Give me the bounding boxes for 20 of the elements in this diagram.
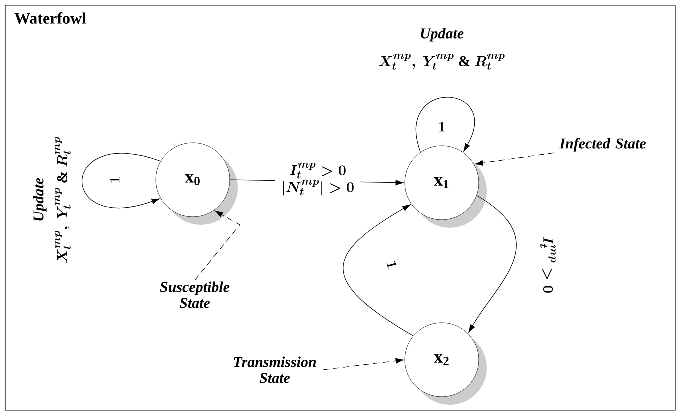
- update-note: $X^{mp}_{t},\ Y^{mp}_{t}\ \&\ R^{mp}_{t}$: [379, 54, 505, 70]
- leader-line: [475, 152, 555, 166]
- update-note: Update: [421, 28, 464, 42]
- state-label: Susceptible State: [160, 282, 230, 308]
- arrow: [343, 204, 414, 336]
- arrow: [468, 195, 517, 333]
- update-note: $X^{mp}_{t},\ Y^{mp}_{t}\ \&\ R^{mp}_{t}$: [55, 137, 71, 263]
- frame-title: Waterfowl: [14, 12, 86, 24]
- leader-line: [194, 210, 240, 281]
- edge-label: $1$: [385, 258, 399, 272]
- state-label: Infected State: [560, 138, 646, 152]
- leader-line: [323, 358, 404, 370]
- arrow: [82, 153, 162, 208]
- edge-label: $\begin{array}{c}I^{mp}_{t} > 0\\ |N^{mp}_{t}| > 0\end{array}$: [275, 162, 361, 198]
- arrow: [416, 97, 475, 153]
- edge-label: $1$: [436, 121, 448, 133]
- edge-label: $1$: [109, 174, 121, 186]
- edge-label: $I^{mp}_{t} > 0$: [539, 235, 557, 294]
- state-label: Transmission State: [234, 356, 316, 384]
- update-note: Update: [33, 178, 47, 221]
